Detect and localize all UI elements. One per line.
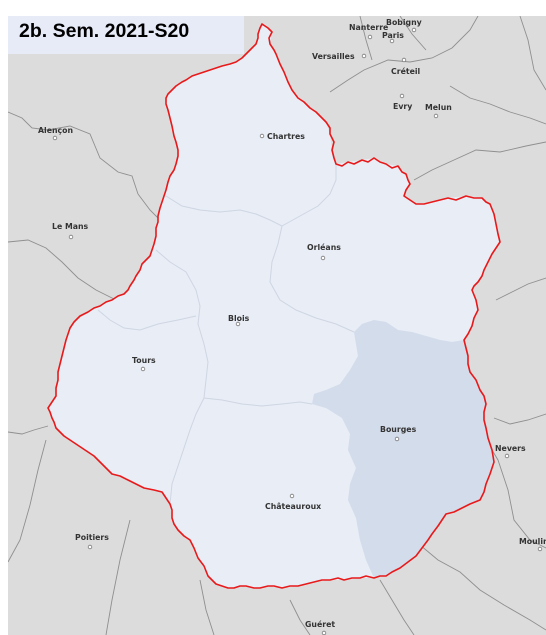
city-label: Alençon — [38, 126, 73, 135]
map-title: 2b. Sem. 2021-S20 — [19, 20, 190, 42]
city-orleans: Orléans — [307, 243, 341, 261]
city-label: Versailles — [312, 52, 355, 61]
department-borders — [97, 164, 355, 505]
city-paris: Paris — [382, 31, 404, 44]
city-evry: Evry — [393, 93, 412, 111]
city-nevers: Nevers — [495, 444, 526, 459]
city-label: Melun — [425, 103, 452, 112]
city-label: Créteil — [391, 67, 421, 76]
city-label: Orléans — [307, 243, 341, 252]
city-label: Nanterre — [349, 23, 388, 32]
city-label: Poitiers — [75, 533, 109, 542]
city-label: Paris — [382, 31, 404, 40]
city-label: Le Mans — [52, 222, 89, 231]
city-blois: Blois — [228, 314, 250, 327]
city-moulin: Moulin — [519, 537, 546, 552]
city-label: Evry — [393, 102, 412, 111]
city-chateauroux: Châteauroux — [265, 493, 321, 511]
city-label: Blois — [228, 314, 250, 323]
city-label: Nevers — [495, 444, 526, 453]
city-versailles: Versailles — [312, 52, 367, 61]
city-alencon: Alençon — [38, 126, 73, 141]
city-bobigny: Bobigny — [386, 18, 422, 33]
city-label: Moulin — [519, 537, 546, 546]
title-box — [8, 16, 244, 54]
city-label: Châteauroux — [265, 502, 321, 511]
city-label: Guéret — [305, 620, 335, 629]
city-bourges: Bourges — [380, 425, 417, 442]
city-label: Chartres — [267, 132, 305, 141]
city-creteil: Créteil — [391, 57, 421, 76]
city-label: Bourges — [380, 425, 417, 434]
city-chartres: Chartres — [259, 132, 305, 141]
highlighted-department-cher — [312, 320, 494, 578]
city-label: Tours — [132, 356, 156, 365]
map: Nanterre Bobigny Paris Versailles Crétei… — [8, 16, 546, 635]
map-canvas: Nanterre Bobigny Paris Versailles Crétei… — [8, 16, 546, 635]
city-poitiers: Poitiers — [75, 533, 109, 550]
region-border — [47, 23, 501, 589]
city-markers: Nanterre Bobigny Paris Versailles Crétei… — [38, 18, 546, 635]
city-nanterre: Nanterre — [349, 23, 388, 40]
city-tours: Tours — [132, 356, 156, 372]
city-le-mans: Le Mans — [52, 222, 89, 240]
city-melun: Melun — [425, 103, 452, 119]
external-borders — [8, 16, 546, 635]
city-label: Bobigny — [386, 18, 422, 27]
